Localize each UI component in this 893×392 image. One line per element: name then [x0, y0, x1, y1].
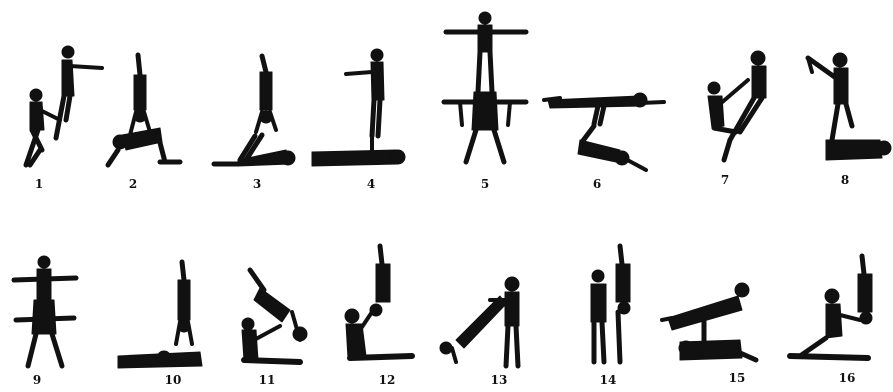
figure-15-silhouette — [662, 283, 756, 360]
figure-label-14: 14 — [593, 373, 623, 387]
figure-10-silhouette — [118, 262, 202, 368]
figure-label-3: 3 — [242, 177, 272, 191]
figure-13-silhouette — [440, 277, 519, 366]
figure-label-1: 1 — [24, 177, 54, 191]
figure-3-silhouette — [214, 56, 295, 166]
figure-2-silhouette — [108, 55, 180, 165]
figure-1-silhouette — [26, 46, 102, 165]
figure-label-2: 2 — [118, 177, 148, 191]
figure-label-6: 6 — [582, 177, 612, 191]
figure-label-8: 8 — [830, 173, 860, 187]
figure-11-silhouette — [242, 270, 307, 362]
figure-label-9: 9 — [22, 373, 52, 387]
figure-label-7: 7 — [710, 173, 740, 187]
figure-label-11: 11 — [252, 373, 282, 387]
figure-label-10: 10 — [158, 373, 188, 387]
figure-14-silhouette — [591, 246, 630, 362]
figure-8-silhouette — [808, 53, 891, 160]
figure-label-12: 12 — [372, 373, 402, 387]
figure-6-silhouette — [544, 93, 664, 170]
figure-label-16: 16 — [832, 371, 862, 385]
figure-4-silhouette — [312, 49, 405, 166]
figure-7-silhouette — [708, 51, 766, 160]
figure-12-silhouette — [345, 246, 412, 358]
figure-label-4: 4 — [356, 177, 386, 191]
figure-5-silhouette — [444, 12, 526, 162]
figure-label-5: 5 — [470, 177, 500, 191]
figure-label-13: 13 — [484, 373, 514, 387]
figure-9-silhouette — [14, 256, 76, 366]
figure-label-15: 15 — [722, 371, 752, 385]
figure-16-silhouette — [790, 256, 872, 358]
